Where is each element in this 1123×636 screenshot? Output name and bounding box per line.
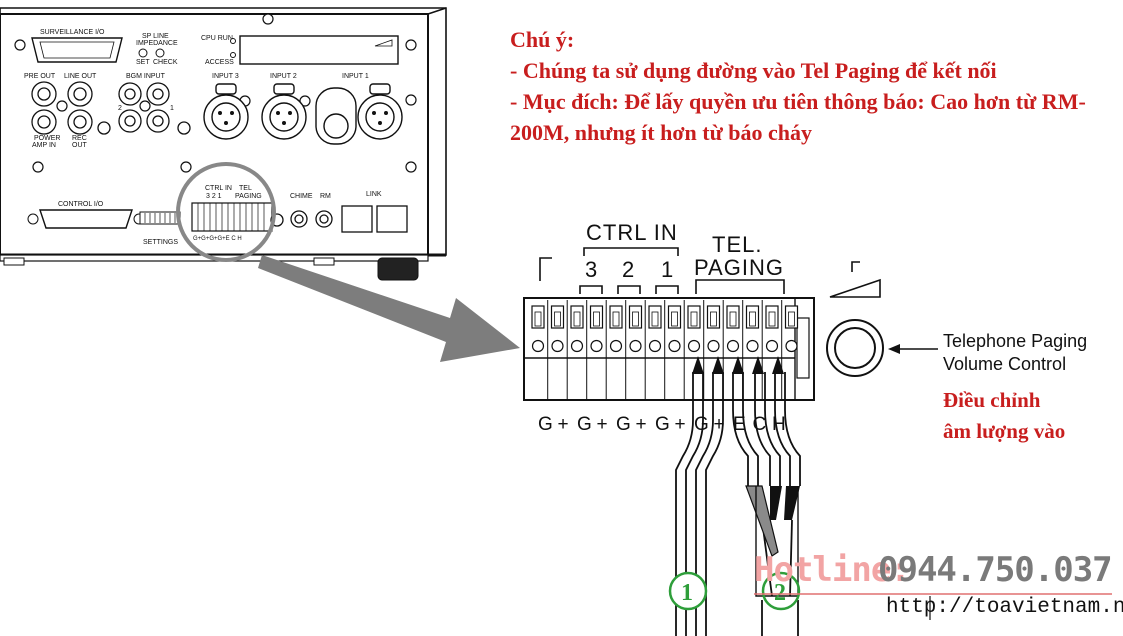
paging-small-label: PAGING: [235, 193, 262, 200]
terminal-cell: [648, 300, 666, 400]
terminal-cell: [609, 300, 627, 400]
tel-small-label: TEL: [239, 185, 252, 192]
ctrl-3-label: 3: [585, 257, 597, 282]
pre-out-label: PRE OUT: [24, 73, 56, 80]
nums-small-label: 3 2 1: [206, 193, 222, 200]
chime-label: CHIME: [290, 193, 313, 200]
bgm-2-label: 2: [118, 105, 122, 112]
zoom-arrow: [258, 255, 520, 362]
pin-label: +: [636, 414, 647, 435]
terminal-cell: [550, 300, 568, 400]
pin-label: G: [577, 414, 592, 435]
terminal-cell: [628, 300, 646, 400]
marker-2: 2: [761, 571, 801, 611]
terminal-cell: [589, 300, 607, 400]
ctrl-1-label: 1: [661, 257, 673, 282]
terminal-cell: [667, 300, 685, 400]
volume-en-line-2: Volume Control: [943, 354, 1067, 374]
terminal-cell: [765, 300, 783, 400]
pin-label: +: [714, 414, 725, 435]
pin-label: G: [616, 414, 631, 435]
tel-label: TEL.: [712, 232, 762, 257]
terminal-cell: [531, 300, 549, 400]
volume-label-vi: Điều chỉnh âm lượng vào: [943, 385, 1065, 447]
wire-ends: [745, 485, 800, 597]
bgm-1-label: 1: [170, 105, 174, 112]
access-label: ACCESS: [205, 59, 234, 66]
terminal-cell: [784, 305, 799, 353]
input2-label: INPUT 2: [270, 73, 297, 80]
wires: [675, 372, 801, 636]
link-label: LINK: [366, 191, 382, 198]
rm-label: RM: [320, 193, 331, 200]
volume-pointer: [888, 344, 900, 354]
ctrl-in-small-label: CTRL IN: [205, 185, 232, 192]
volume-vi-line-2: âm lượng vào: [943, 419, 1066, 443]
input1-label: INPUT 1: [342, 73, 369, 80]
marker-1-label: 1: [681, 580, 693, 606]
rear-panel: SURVEILLANCE I/O SP LINE IMPEDANCE SET C…: [0, 7, 447, 281]
amp-in-label: AMP IN: [32, 142, 56, 149]
volume-label-en: Telephone Paging Volume Control: [943, 330, 1087, 376]
surveillance-label: SURVEILLANCE I/O: [40, 29, 105, 36]
volume-en-line-1: Telephone Paging: [943, 331, 1088, 351]
note-block: Chú ý: - Chúng ta sử dụng đường vào Tel …: [510, 24, 1100, 148]
marker-1: 1: [668, 571, 708, 611]
pin-label: +: [675, 414, 686, 435]
pin-label: H: [772, 414, 786, 435]
terminal-cell: [570, 300, 588, 400]
marker-2-label: 2: [774, 580, 786, 606]
ctrl-2-label: 2: [622, 257, 634, 282]
hotline: Hotline: 0944.750.037: [754, 550, 1114, 590]
note-line-1: - Chúng ta sử dụng đường vào Tel Paging …: [510, 58, 997, 83]
control-io-label: CONTROL I/O: [58, 201, 104, 208]
pin-label: +: [558, 414, 569, 435]
wire-arrows: [692, 356, 784, 374]
website-url[interactable]: http://toavietnam.net: [886, 596, 1123, 619]
volume-vi-line-1: Điều chỉnh: [943, 388, 1041, 412]
settings-label: SETTINGS: [143, 239, 178, 246]
note-heading: Chú ý:: [510, 27, 575, 52]
pin-label: G: [694, 414, 709, 435]
rec-label: REC: [72, 135, 87, 142]
bgm-input-label: BGM INPUT: [126, 73, 166, 80]
sp-line-label: SP LINE: [142, 33, 169, 40]
pin-label: G: [655, 414, 670, 435]
terminal-cell: [687, 300, 705, 400]
pins-small-label: G+G+G+G+E C H: [193, 236, 242, 242]
pin-label: G: [538, 414, 553, 435]
cpu-run-label: CPU RUN: [201, 35, 233, 42]
terminal-cell: [745, 300, 763, 400]
hotline-number: 0944.750.037: [878, 550, 1113, 590]
check-label: CHECK: [153, 59, 178, 66]
pin-label: +: [597, 414, 608, 435]
input3-label: INPUT 3: [212, 73, 239, 80]
set-label: SET: [136, 59, 150, 66]
highlight-circle: [176, 162, 276, 262]
hotline-label: Hotline:: [754, 550, 911, 590]
line-out-label: LINE OUT: [64, 73, 97, 80]
ctrl-in-label: CTRL IN: [586, 220, 678, 245]
impedance-label: IMPEDANCE: [136, 40, 178, 47]
terminal-cells: [531, 300, 799, 400]
paging-label: PAGING: [694, 255, 784, 280]
note-line-2: - Mục đích: Để lấy quyền ưu tiên thông b…: [510, 89, 1086, 145]
out-label: OUT: [72, 142, 88, 149]
power-label: POWER: [34, 135, 60, 142]
